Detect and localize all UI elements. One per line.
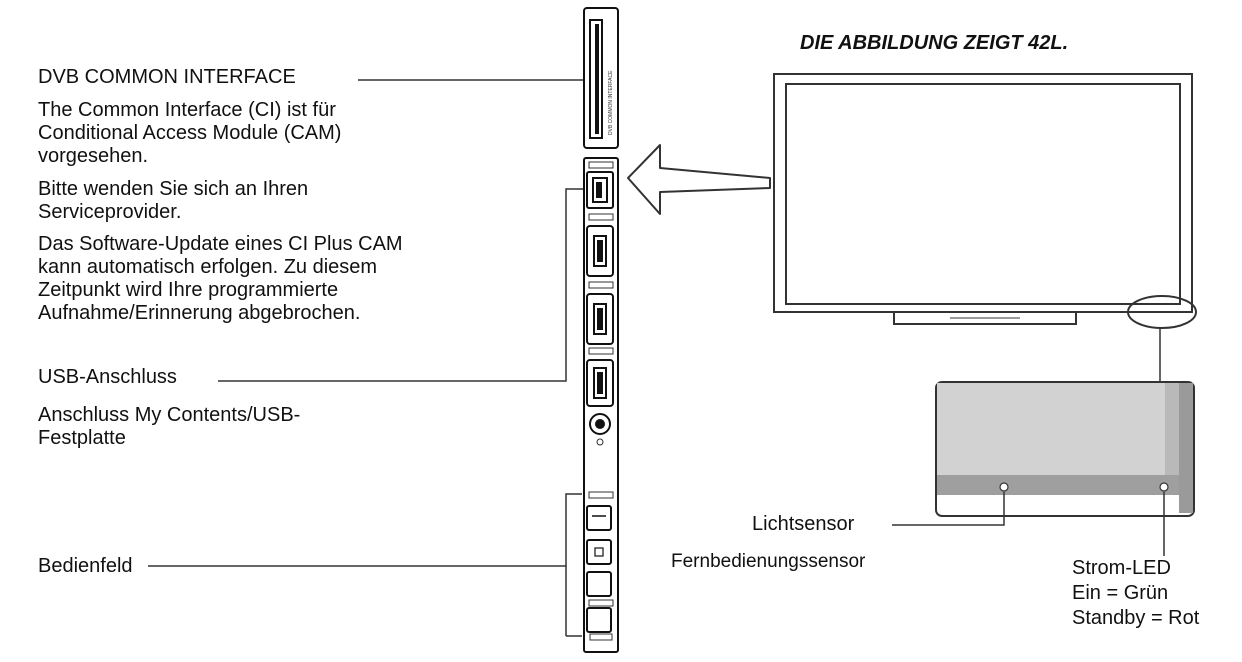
sensor-detail-view	[935, 381, 1195, 517]
ci-slot-panel	[583, 7, 619, 149]
usb-port-title: USB-Anschluss	[38, 366, 177, 388]
headphone-jack	[589, 413, 611, 446]
dvb-desc-line: Serviceprovider.	[38, 201, 182, 223]
volume-button	[586, 571, 612, 597]
power-led-standby-label: Standby = Rot	[1072, 607, 1200, 629]
dvb-desc-line: vorgesehen.	[38, 145, 149, 167]
remote-sensor-label: Fernbedienungssensor	[671, 551, 866, 572]
dvb-interface-title: DVB COMMON INTERFACE	[38, 66, 296, 88]
dvb-desc-line: Conditional Access Module (CAM)	[38, 122, 342, 144]
dvb-desc-line: Zeitpunkt wird Ihre programmierte	[38, 279, 339, 301]
dvb-desc-line: Das Software-Update eines CI Plus CAM	[38, 233, 403, 255]
channel-up-button	[586, 539, 612, 565]
sensor-area-highlight	[1127, 295, 1197, 329]
power-led-icon	[1159, 482, 1169, 492]
usb-leader-line	[218, 188, 588, 382]
power-led-label: Strom-LED	[1072, 557, 1171, 579]
ci-slot-label: DVB COMMON INTERFACE	[608, 70, 614, 135]
input-button	[586, 599, 614, 641]
usb-desc-line: Festplatte	[38, 427, 126, 449]
hdmi-port-1	[586, 213, 614, 277]
light-sensor-icon	[999, 482, 1009, 492]
dvb-desc-line: The Common Interface (CI) ist für	[38, 99, 336, 121]
usb-port-1	[586, 161, 614, 209]
figure-caption: DIE ABBILDUNG ZEIGT 42L.	[800, 32, 1069, 54]
dvb-desc-line: Aufnahme/Erinnerung abgebrochen.	[38, 302, 361, 324]
power-button	[586, 491, 614, 531]
light-sensor-leader	[892, 492, 1005, 526]
usb-desc-line: Anschluss My Contents/USB-	[38, 404, 301, 426]
hdmi-port-2	[586, 281, 614, 345]
tv-front-view	[773, 73, 1193, 325]
panel-leader-line	[148, 493, 582, 567]
dvb-desc-line: kann automatisch erfolgen. Zu diesem	[38, 256, 378, 278]
power-led-on-label: Ein = Grün	[1072, 582, 1169, 604]
direction-arrow	[627, 144, 771, 215]
light-sensor-label: Lichtsensor	[752, 513, 855, 535]
hdmi-port-3	[586, 347, 614, 407]
control-panel-label: Bedienfeld	[38, 555, 133, 577]
dvb-desc-line: Bitte wenden Sie sich an Ihren	[38, 178, 309, 200]
